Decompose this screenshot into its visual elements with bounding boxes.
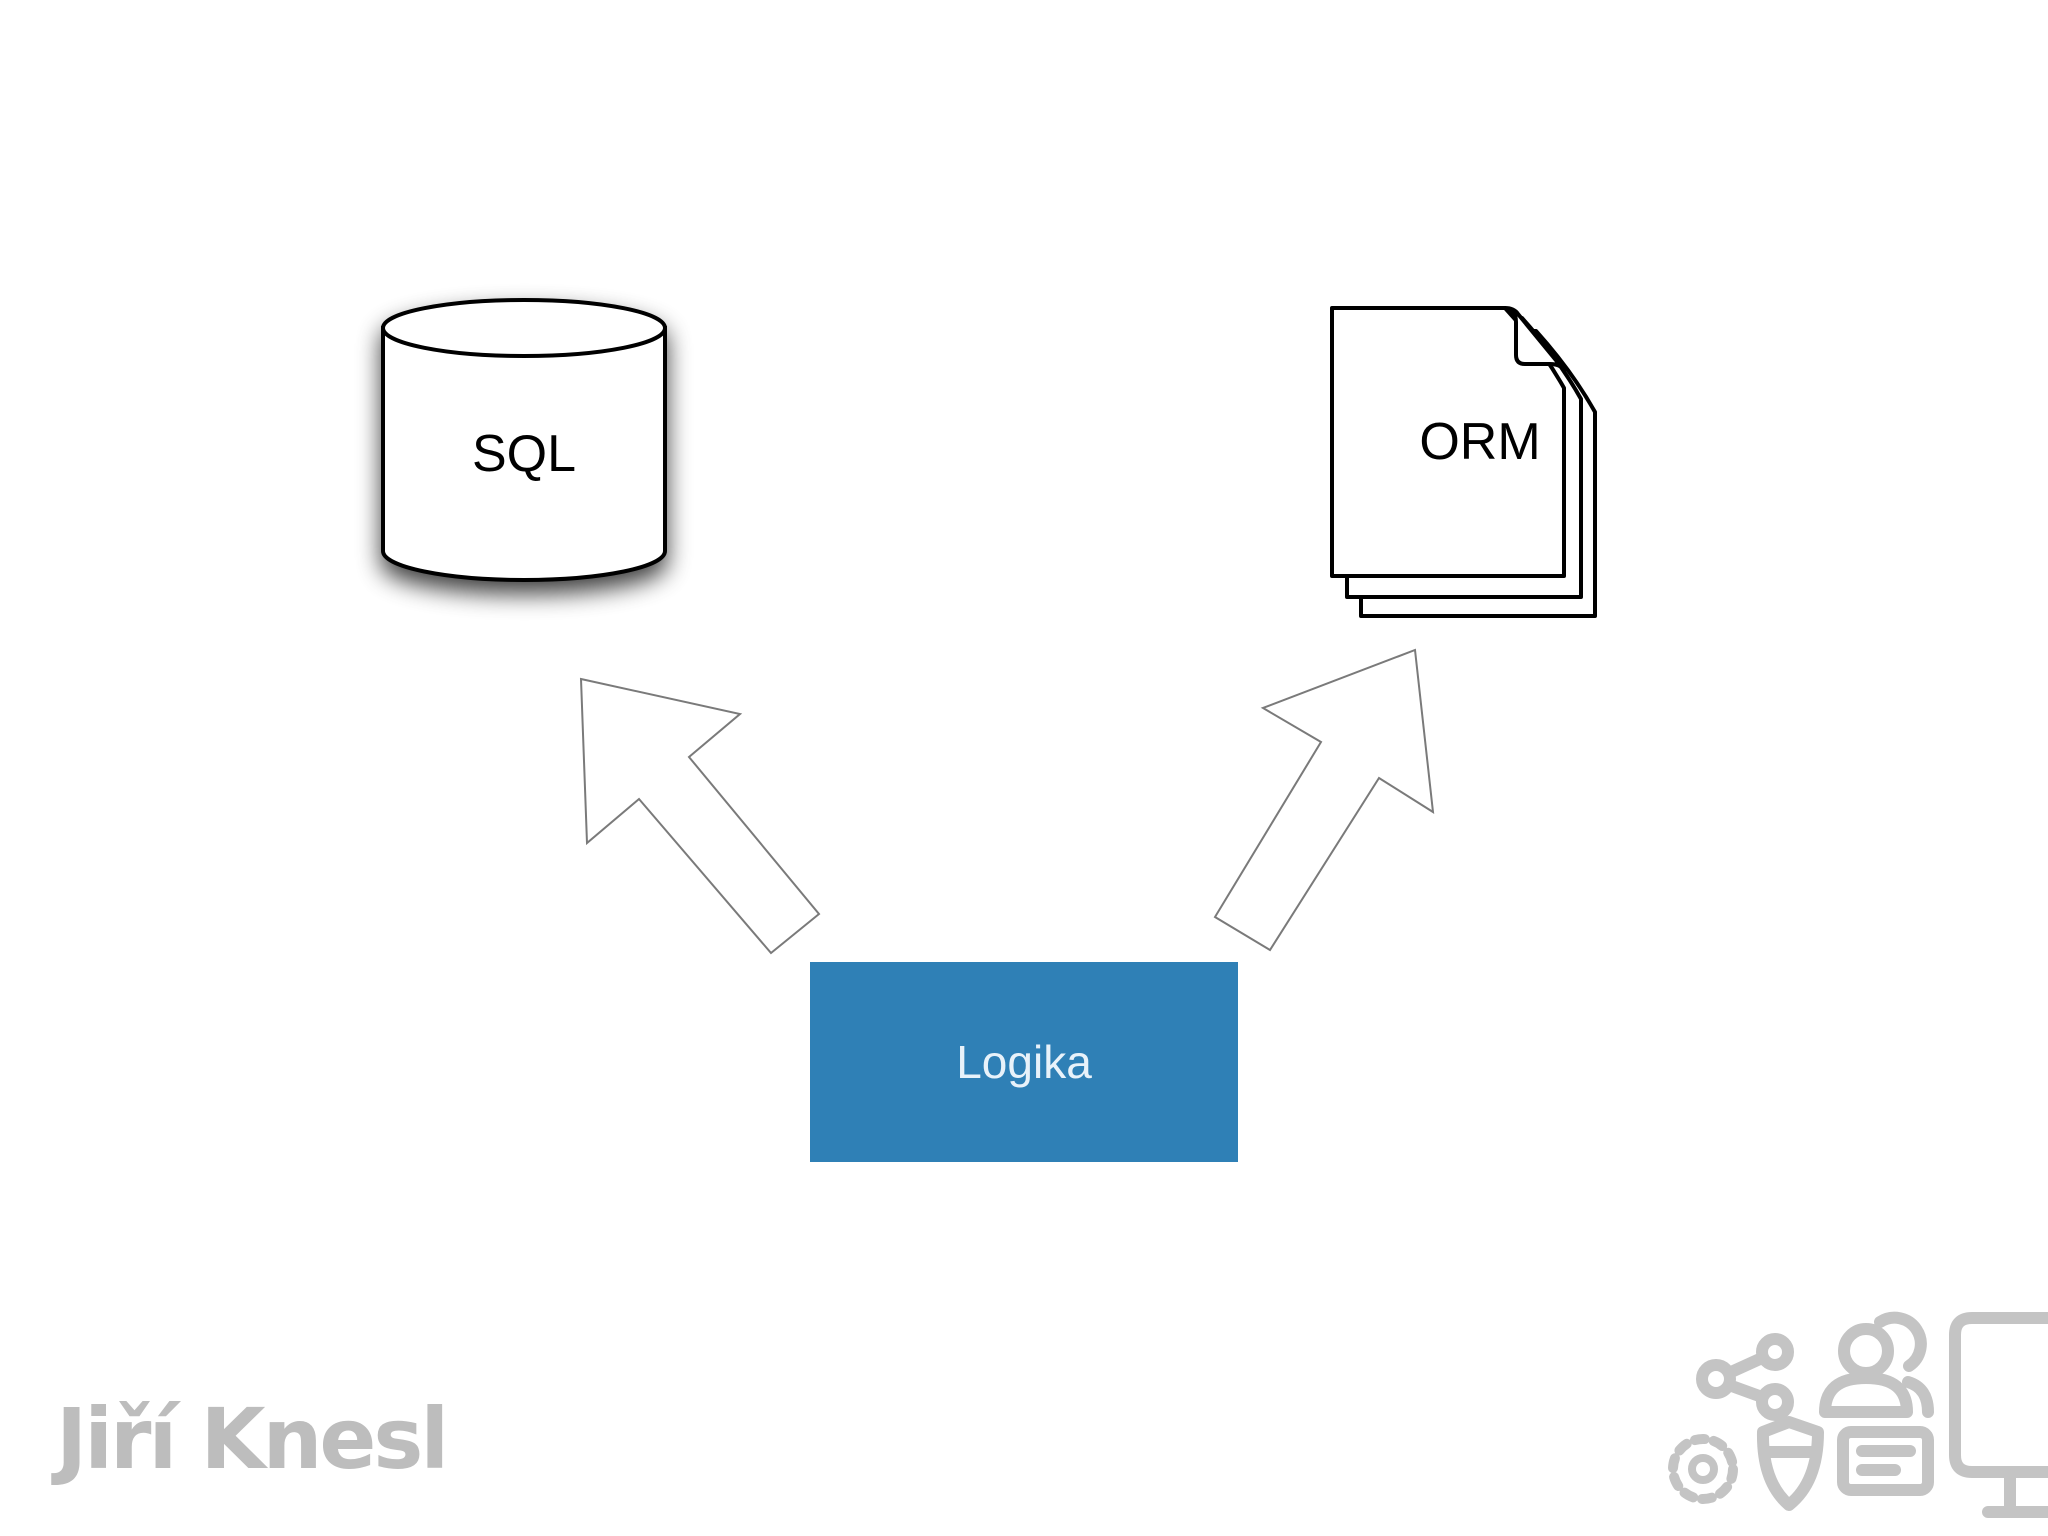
- documents-icon: [1330, 306, 1597, 618]
- share-icon: [1696, 1333, 1794, 1421]
- database-label: SQL: [471, 425, 577, 483]
- users-icon: [1819, 1311, 1934, 1418]
- arrow-to-sql: [579, 677, 821, 955]
- documents-label: ORM: [1419, 413, 1541, 471]
- logic-label: Logika: [956, 1036, 1092, 1088]
- monitor-icon: [1949, 1312, 2048, 1518]
- gear-icon: [1668, 1434, 1738, 1504]
- arrow-to-orm: [1213, 648, 1435, 952]
- logic-box: Logika: [810, 962, 1238, 1162]
- message-icon: [1837, 1426, 1934, 1496]
- footer-icons: [1668, 1311, 2048, 1518]
- author-logo: Jiří Knesl: [56, 1390, 449, 1488]
- shield-icon: [1756, 1416, 1824, 1511]
- database-icon: [381, 298, 667, 582]
